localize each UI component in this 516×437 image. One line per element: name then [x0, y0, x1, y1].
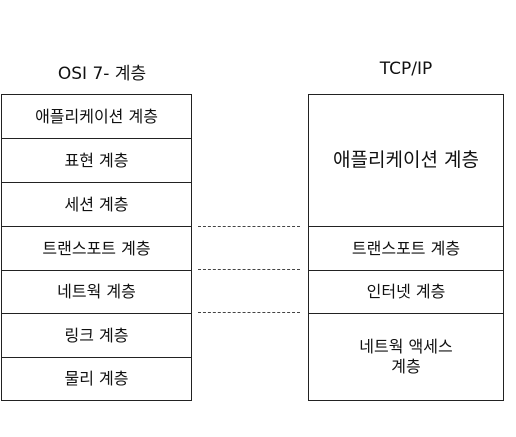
osi-session-layer: 세션 계층	[2, 182, 191, 226]
tcpip-model-title: TCP/IP	[379, 59, 433, 79]
osi-model-title: OSI 7- 계층	[57, 64, 147, 84]
osi-physical-layer: 물리 계층	[2, 357, 191, 400]
osi-application-layer: 애플리케이션 계층	[35, 106, 158, 126]
mapping-line-application-transport	[198, 226, 300, 227]
tcpip-layer-stack: 애플리케이션 계층 트랜스포트 계층 인터넷 계층 네트웍 액세스 계층	[308, 94, 504, 401]
osi-presentation-layer: 표현 계층	[2, 138, 191, 182]
tcpip-transport-layer: 트랜스포트 계층	[309, 226, 503, 270]
mapping-line-transport-network	[198, 269, 300, 270]
osi-transport-layer: 트랜스포트 계층	[2, 226, 191, 270]
tcpip-internet-layer: 인터넷 계층	[309, 270, 503, 313]
tcpip-application-layer: 애플리케이션 계층	[333, 148, 479, 171]
osi-link-layer: 링크 계층	[2, 313, 191, 357]
tcpip-network-access-layer: 네트웍 액세스 계층	[309, 313, 503, 400]
mapping-line-network-link	[198, 312, 300, 313]
osi-layer-stack: 애플리케이션 계층 표현 계층 세션 계층 트랜스포트 계층 네트웍 계층 링크…	[1, 94, 192, 401]
osi-network-layer: 네트웍 계층	[2, 270, 191, 313]
